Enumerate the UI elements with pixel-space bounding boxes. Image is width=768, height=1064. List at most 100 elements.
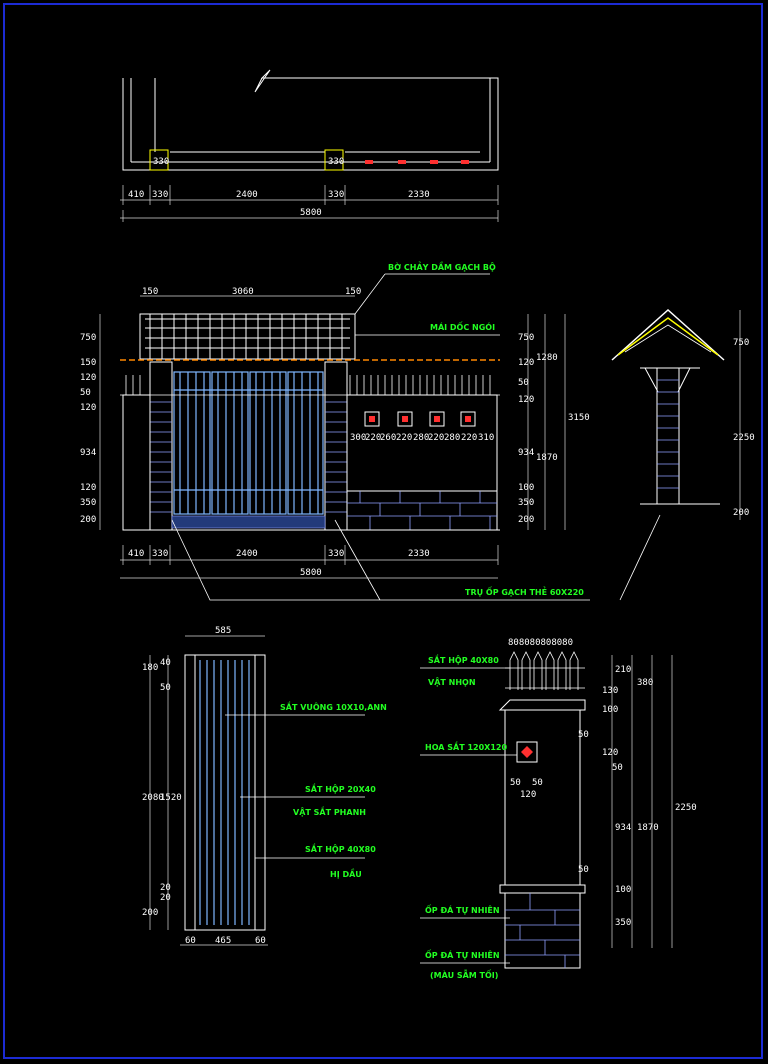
grille-squares <box>364 411 476 427</box>
pier-right-dim: 100 <box>602 705 618 715</box>
pier-right-dim: 210 <box>615 665 631 675</box>
elev-total-dim: 5800 <box>300 568 322 578</box>
left-dim: 120 <box>80 403 96 413</box>
left-dim: 934 <box>80 448 96 458</box>
right-dim: 120 <box>518 358 534 368</box>
pier-right-dim: 380 <box>637 678 653 688</box>
front-elevation: 300 220 260 220 280 220 280 220 310 150 … <box>80 260 661 601</box>
roof-dim: 150 <box>345 287 361 297</box>
pier-overall-dim: 2250 <box>675 803 697 813</box>
pier-bricks <box>150 401 347 513</box>
right-dim: 750 <box>518 333 534 343</box>
elev-dim: 2330 <box>408 549 430 559</box>
pier-label: ỐP ĐÁ TỰ NHIÊN <box>425 948 500 960</box>
pier-right-dim: 100 <box>615 885 631 895</box>
wall-bricks <box>347 491 497 530</box>
fence-pickets <box>120 375 500 396</box>
gate-label: SẮT VUÔNG 10X10,ANN <box>280 700 387 712</box>
right-dim: 934 <box>518 448 534 458</box>
pier-label: SẮT HỘP 40X80 <box>428 653 499 665</box>
gate-inner-dim: 1520 <box>160 793 182 803</box>
plan-total-dim: 5800 <box>300 208 322 218</box>
elev-dim: 330 <box>152 549 168 559</box>
pier-right-dim: 130 <box>602 686 618 696</box>
pier-top-dims: 808080808080 <box>508 638 573 648</box>
left-dim: 750 <box>80 333 96 343</box>
side-section: 750 2250 200 <box>611 308 755 520</box>
side-dim: 200 <box>733 508 749 518</box>
gate-bottom-dim: 60 <box>185 936 196 946</box>
label-roof-top: BỜ CHẢY DẦM GẠCH BỘ <box>388 260 496 272</box>
right-dim: 1870 <box>536 453 558 463</box>
left-dim: 350 <box>80 498 96 508</box>
pier-detail: 808080808080 50 50 120 50 50 210 130 100… <box>420 638 697 980</box>
plan-dim: 2330 <box>408 190 430 200</box>
pier-label: ỐP ĐÁ TỰ NHIÊN <box>425 903 500 915</box>
label-base: TRỤ ỐP GẠCH THẺ 60X220 <box>465 585 584 597</box>
right-dim: 350 <box>518 498 534 508</box>
left-dim: 120 <box>80 373 96 383</box>
gate-inner-dim: 50 <box>160 683 171 693</box>
plan-dim: 330 <box>328 190 344 200</box>
left-dim: 120 <box>80 483 96 493</box>
gate-label: VẬT SẮT PHANH <box>293 805 366 817</box>
gate-inner-dim: 20 <box>160 883 171 893</box>
pier-right-dim: 934 <box>615 823 631 833</box>
drawing-frame <box>3 3 763 1059</box>
pier-right-dim: 1870 <box>637 823 659 833</box>
grille-dim: 220 <box>428 433 444 443</box>
grille-dim: 220 <box>396 433 412 443</box>
pier-label: (MÀU SẪM TỐI) <box>430 968 498 980</box>
grille-dim: 260 <box>380 433 396 443</box>
elev-dim: 410 <box>128 549 144 559</box>
right-dim: 120 <box>518 395 534 405</box>
elev-dim: 330 <box>328 549 344 559</box>
pier-inner-dim: 50 <box>510 778 521 788</box>
gate-detail: 585 2080 180 200 40 50 1520 20 20 60 465… <box>142 626 387 946</box>
plan-dim: 2400 <box>236 190 258 200</box>
gate-left-dim: 180 <box>142 663 158 673</box>
plan-dim: 410 <box>128 190 144 200</box>
left-dim: 50 <box>80 388 91 398</box>
gate-leaves <box>173 371 324 515</box>
gate-inner-dim: 40 <box>160 658 171 668</box>
pier-inner-dim: 50 <box>578 865 589 875</box>
grille-dim: 300 <box>350 433 366 443</box>
grille-dim: 280 <box>444 433 460 443</box>
gate-bottom-dim: 465 <box>215 936 231 946</box>
overall-height-dim: 3150 <box>568 413 590 423</box>
gate-left-dim: 2080 <box>142 793 164 803</box>
grille-dim: 220 <box>365 433 381 443</box>
gate-label: SẮT HỘP 20X40 <box>305 782 376 794</box>
label-roof: MÁI DỐC NGÓI <box>430 320 495 332</box>
plan-pier-label: 330 <box>328 157 344 167</box>
pier-inner-dim: 120 <box>520 790 536 800</box>
right-dim: 100 <box>518 483 534 493</box>
side-dim: 750 <box>733 338 749 348</box>
elev-dim: 2400 <box>236 549 258 559</box>
plan-dim: 330 <box>152 190 168 200</box>
right-dim: 200 <box>518 515 534 525</box>
grille-dim: 220 <box>461 433 477 443</box>
grille-dim: 280 <box>413 433 429 443</box>
gate-top-dim: 585 <box>215 626 231 636</box>
roof-dim: 150 <box>142 287 158 297</box>
gate-label: HỊ DẦU <box>330 867 362 879</box>
right-dim: 1280 <box>536 353 558 363</box>
gate-inner-dim: 20 <box>160 893 171 903</box>
gate-left-dim: 200 <box>142 908 158 918</box>
pier-label: VẬT NHỌN <box>428 677 476 687</box>
pier-right-dim: 50 <box>612 763 623 773</box>
pier-right-dim: 350 <box>615 918 631 928</box>
left-dim: 150 <box>80 358 96 368</box>
roof-dim: 3060 <box>232 287 254 297</box>
grille-dim: 310 <box>478 433 494 443</box>
side-dim: 2250 <box>733 433 755 443</box>
left-dim: 200 <box>80 515 96 525</box>
plan-pier-label: 330 <box>153 157 169 167</box>
pier-inner-dim: 50 <box>532 778 543 788</box>
plan-view: 330 330 410 330 2400 330 2330 5800 <box>120 69 499 222</box>
right-dim: 50 <box>518 378 529 388</box>
pier-inner-dim: 50 <box>578 730 589 740</box>
